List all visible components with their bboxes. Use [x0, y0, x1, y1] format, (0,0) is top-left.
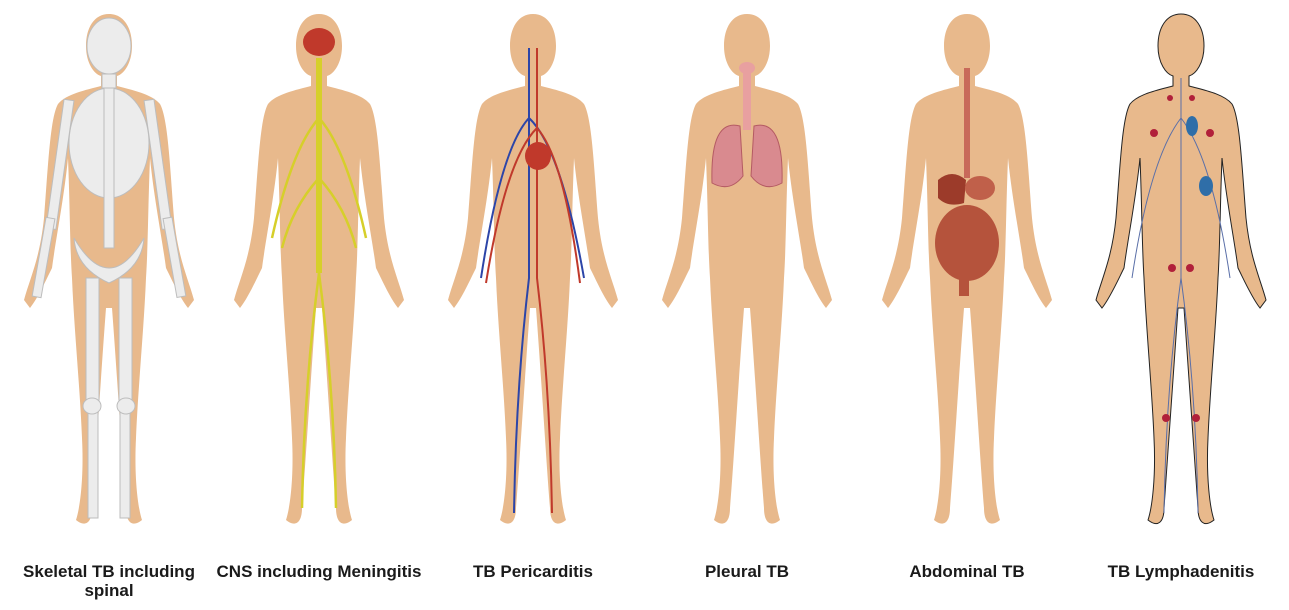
caption-pleural: Pleural TB: [640, 562, 854, 581]
spleen: [1199, 176, 1213, 196]
thymus: [1186, 116, 1198, 136]
digestive-figure: [860, 8, 1074, 548]
skeleton-figure: [2, 8, 216, 548]
caption-skeletal: Skeletal TB including spinal: [2, 562, 216, 600]
rectum: [959, 278, 969, 296]
panel-cns: CNS including Meningitis: [212, 0, 426, 610]
circulatory-figure: [426, 8, 640, 548]
trachea: [743, 70, 751, 130]
brain: [303, 28, 335, 56]
panel-pericarditis: TB Pericarditis: [426, 0, 640, 610]
stomach: [965, 176, 995, 200]
respiratory-figure: [640, 8, 854, 548]
larynx: [739, 62, 755, 74]
skeleton: [32, 18, 186, 518]
caption-pericarditis: TB Pericarditis: [426, 562, 640, 581]
nervous-system-figure: [212, 8, 426, 548]
panel-abdominal: Abdominal TB: [860, 0, 1074, 610]
caption-abdominal: Abdominal TB: [860, 562, 1074, 581]
caption-cns: CNS including Meningitis: [212, 562, 426, 581]
liver: [938, 174, 966, 205]
body-silhouette: [448, 14, 618, 524]
lymphatic-figure: [1074, 8, 1288, 548]
panel-pleural: Pleural TB: [640, 0, 854, 610]
heart: [525, 142, 551, 170]
panel-lymphadenitis: TB Lymphadenitis: [1074, 0, 1288, 610]
panel-skeletal: Skeletal TB including spinal: [2, 0, 216, 610]
caption-lymphadenitis: TB Lymphadenitis: [1074, 562, 1288, 581]
intestines: [935, 205, 999, 281]
esophagus: [964, 68, 970, 178]
